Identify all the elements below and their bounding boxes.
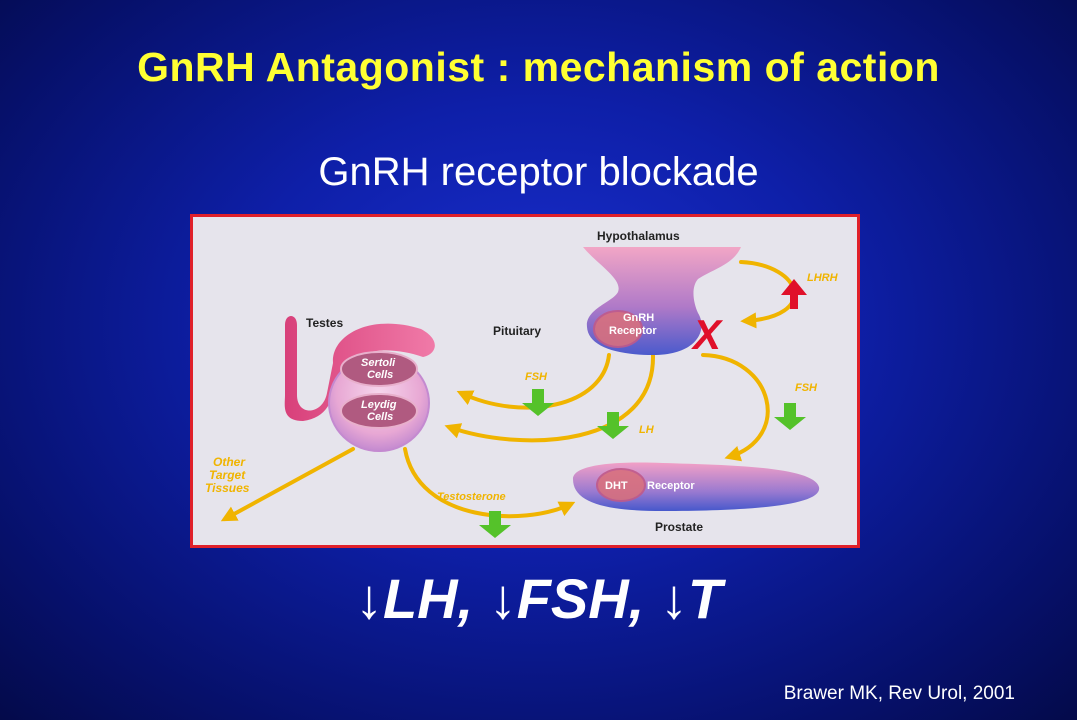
- testes-label: Testes: [306, 316, 343, 330]
- testosterone-arrow: [403, 447, 576, 519]
- pituitary-gland: [583, 247, 741, 355]
- fsh-right-label: FSH: [795, 382, 818, 394]
- receptor-label: Receptor: [647, 480, 695, 492]
- green-arrow-testosterone: [479, 511, 511, 538]
- slide-subtitle: GnRH receptor blockade: [318, 150, 759, 194]
- other-tissues-arrow: [220, 447, 355, 522]
- sertoli-label-1: Sertoli: [361, 357, 396, 369]
- other-tissues-label-3: Tissues: [205, 481, 250, 495]
- dht-label: DHT: [605, 480, 628, 492]
- gnrh-receptor-label-2: Receptor: [609, 325, 657, 337]
- flow-arrows: [220, 260, 797, 522]
- green-arrow-fsh-right: [774, 403, 806, 430]
- prostate-label: Prostate: [655, 520, 703, 534]
- gnrh-receptor-label-1: GnRH: [623, 312, 654, 324]
- decrease-arrows: [479, 389, 806, 538]
- citation: Brawer MK, Rev Urol, 2001: [783, 683, 1015, 704]
- testosterone-label: Testosterone: [437, 491, 506, 503]
- fsh-to-testes-arrow: [456, 353, 611, 410]
- other-tissues-label-2: Target: [209, 468, 246, 482]
- fsh-left-label: FSH: [525, 371, 548, 383]
- leydig-label-2: Cells: [367, 411, 393, 423]
- hormone-axis-diagram: X Hypothalamus Pituitary GnRH Receptor L…: [190, 214, 860, 548]
- fsh-to-prostate-arrow: [701, 353, 770, 462]
- sertoli-label-2: Cells: [367, 369, 393, 381]
- lhrh-up-arrow: [781, 279, 807, 309]
- leydig-cells: [340, 393, 418, 429]
- lh-label: LH: [639, 424, 655, 436]
- hormone-levels-summary: ↓LH, ↓FSH, ↓T: [354, 567, 723, 630]
- lhrh-label: LHRH: [807, 272, 839, 284]
- testes: [284, 316, 435, 452]
- sertoli-cells: [340, 351, 418, 387]
- hypothalamus-label: Hypothalamus: [597, 229, 680, 243]
- leydig-label-1: Leydig: [361, 399, 397, 411]
- gnrh-receptor: [593, 310, 643, 348]
- pituitary-label: Pituitary: [493, 324, 541, 338]
- slide-title: GnRH Antagonist : mechanism of action: [137, 44, 940, 90]
- other-tissues-label-1: Other: [213, 455, 246, 469]
- prostate: [573, 462, 820, 511]
- green-arrow-lh: [597, 412, 629, 439]
- lh-to-testes-arrow: [444, 353, 656, 443]
- block-x-mark: X: [691, 311, 724, 358]
- dht-receptor: [596, 468, 646, 502]
- green-arrow-fsh-left: [522, 389, 554, 416]
